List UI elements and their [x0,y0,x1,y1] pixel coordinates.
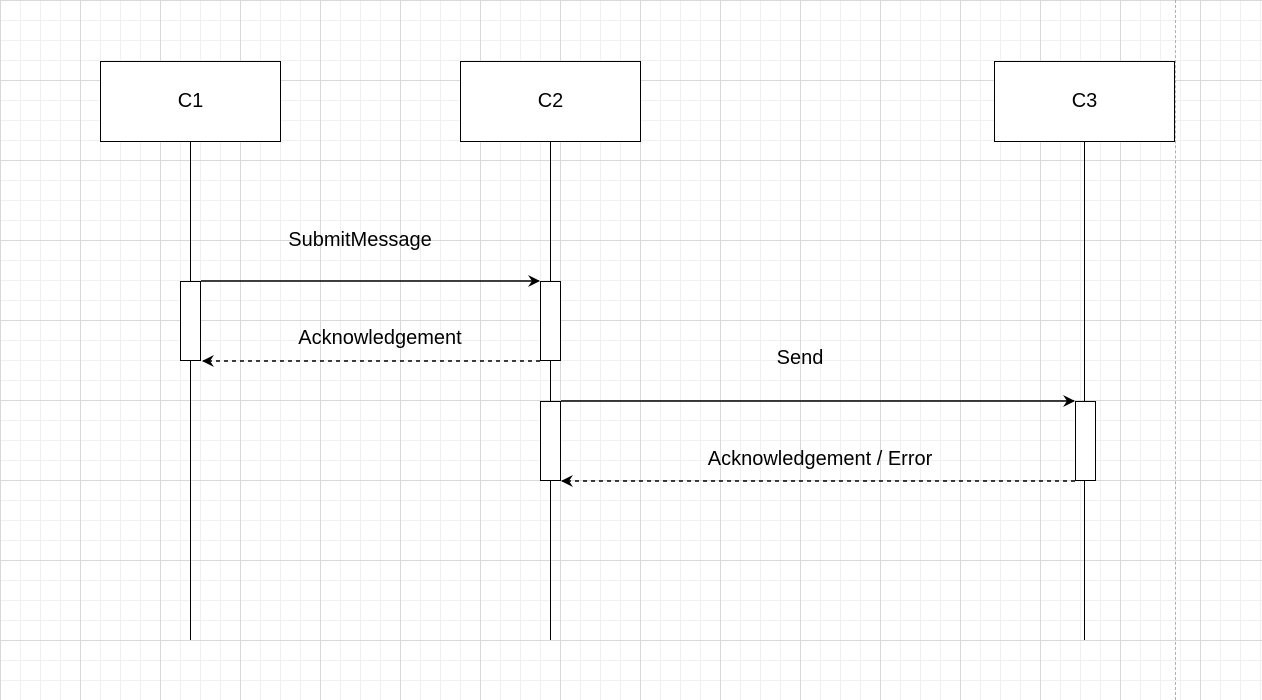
lifeline-c1 [190,142,191,640]
participant-c1-label: C1 [177,90,204,112]
lifeline-c2 [550,142,551,640]
participant-c2[interactable]: C2 [460,61,641,142]
participant-c1[interactable]: C1 [100,61,281,142]
page-boundary [1175,0,1176,700]
activation-c2-second[interactable] [540,401,561,481]
participant-c3-label: C3 [1071,90,1098,112]
message-label-send: Send [776,347,824,369]
activation-c1[interactable] [180,281,201,361]
message-label-acknowledgement: Acknowledgement [298,327,462,349]
message-label-acknowledgement-error: Acknowledgement / Error [707,448,933,470]
message-label-submitmessage: SubmitMessage [288,229,432,251]
lifeline-c3 [1084,142,1085,640]
participant-c3[interactable]: C3 [994,61,1175,142]
activation-c3[interactable] [1075,401,1096,481]
participant-c2-label: C2 [537,90,564,112]
activation-c2-first[interactable] [540,281,561,361]
